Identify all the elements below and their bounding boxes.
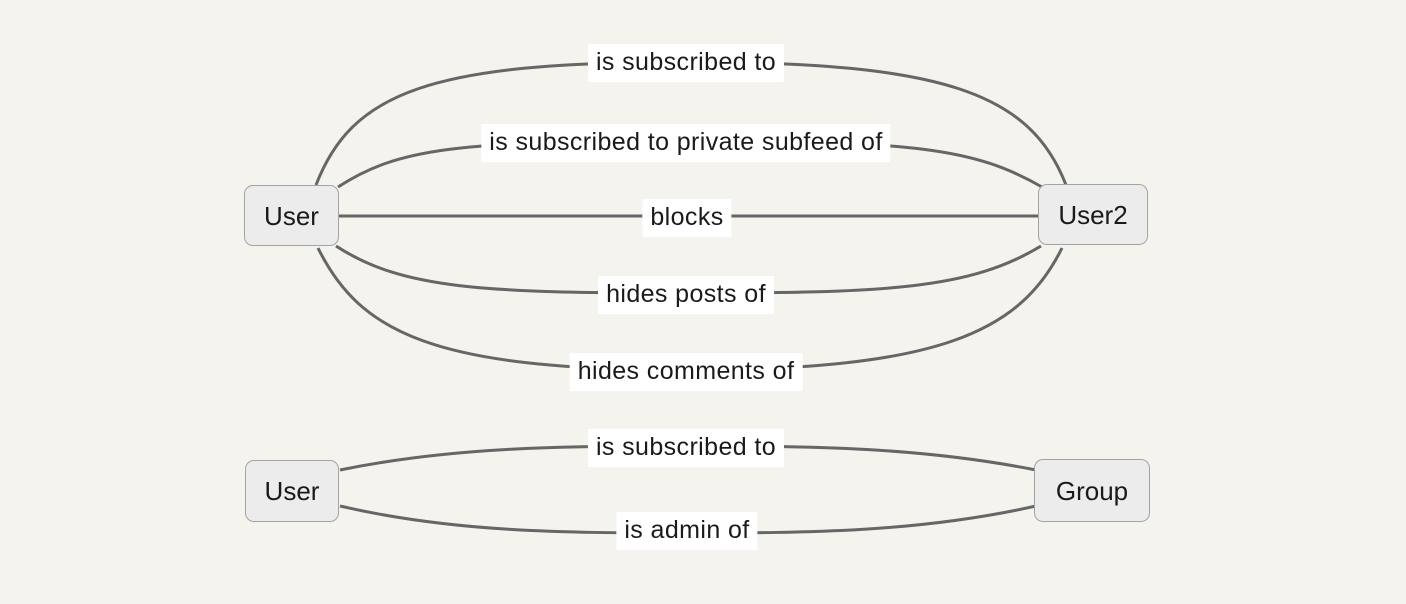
node-user-top: User <box>244 185 339 246</box>
node-group: Group <box>1034 459 1150 522</box>
edge-label-hides-posts: hides posts of <box>598 276 774 314</box>
edge-label-private-subfeed: is subscribed to private subfeed of <box>481 124 891 162</box>
edge-label-admin: is admin of <box>616 512 758 550</box>
edge-label-group-subscribed: is subscribed to <box>587 429 785 467</box>
edge-label-hides-comments: hides comments of <box>569 353 803 391</box>
node-user2: User2 <box>1038 184 1148 245</box>
node-user-bottom: User <box>245 460 339 522</box>
edge-label-blocks: blocks <box>642 199 732 237</box>
edge-label-subscribed: is subscribed to <box>587 44 785 82</box>
